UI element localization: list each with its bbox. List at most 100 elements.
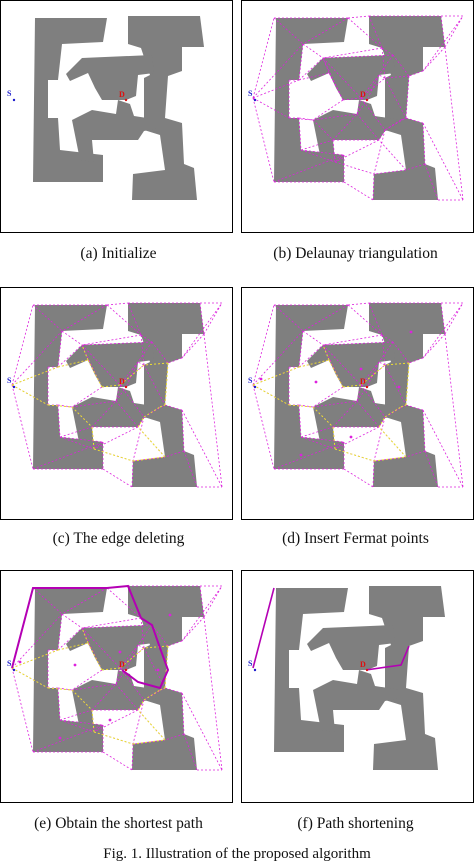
obstacle-3: [307, 55, 395, 100]
delaunay-edge: [164, 687, 183, 694]
delaunay-edge: [368, 302, 383, 336]
delaunay-edge: [347, 302, 370, 306]
caption-f: (f) Path shortening: [297, 815, 414, 832]
delaunay-edge: [360, 77, 386, 99]
delaunay-edge: [440, 15, 446, 48]
delaunay-edge: [199, 302, 205, 335]
delaunay-edge: [252, 79, 300, 99]
delaunay-edge: [302, 330, 324, 346]
delaunay-edge: [356, 386, 368, 402]
deleted-edge: [378, 426, 407, 458]
obstacle-3: [66, 625, 154, 670]
deleted-edge: [384, 406, 402, 418]
delaunay-edge: [115, 683, 139, 711]
deleted-edge: [400, 404, 407, 408]
fermat-point: [314, 380, 318, 384]
delaunay-edge: [343, 468, 374, 488]
deleted-edge: [47, 404, 73, 408]
delaunay-edge: [273, 154, 345, 183]
delaunay-edge: [273, 304, 304, 332]
delaunay-edge: [119, 361, 139, 386]
delaunay-edge: [203, 333, 223, 488]
fermat-point: [168, 613, 172, 617]
delaunay-edge: [137, 644, 145, 649]
deleted-edge: [57, 359, 89, 368]
delaunay-edge: [302, 43, 324, 59]
delaunay-edge: [408, 357, 424, 364]
deleted-edge: [132, 456, 166, 462]
delaunay-edge: [422, 122, 464, 201]
goal-label: D: [119, 90, 125, 99]
caption-a: (a) Initialize: [80, 245, 157, 262]
delaunay-edge: [119, 384, 145, 418]
delaunay-edge: [164, 450, 185, 458]
start-label: S: [7, 89, 12, 98]
goal-point-dot: [365, 98, 369, 102]
delaunay-edge: [203, 302, 223, 335]
delaunay-edge: [137, 361, 145, 366]
deleted-edge: [93, 448, 134, 462]
delaunay-edge: [93, 441, 104, 450]
delaunay-edge: [81, 617, 142, 629]
delaunay-edge: [199, 585, 205, 618]
delaunay-edge: [167, 640, 183, 647]
delaunay-edge: [405, 163, 426, 171]
delaunay-edge: [102, 468, 133, 488]
delaunay-edge: [384, 117, 407, 131]
delaunay-edge: [372, 173, 375, 201]
delaunay-edge: [203, 616, 223, 771]
shortened-path-start: [252, 587, 275, 669]
obstacle-1: [274, 18, 348, 182]
delaunay-edge: [143, 364, 166, 406]
deleted-edge: [252, 384, 290, 406]
delaunay-edge: [119, 644, 139, 669]
obstacle-3: [307, 625, 395, 670]
delaunay-edge: [132, 416, 145, 462]
deleted-edge: [137, 709, 166, 741]
delaunay-edge: [384, 75, 410, 79]
delaunay-edge: [57, 627, 83, 651]
deleted-edge: [132, 739, 166, 745]
delaunay-edge: [32, 304, 63, 332]
delaunay-edge: [440, 302, 446, 335]
delaunay-edge: [57, 344, 83, 368]
fermat-point: [259, 377, 263, 381]
fermat-point: [73, 663, 77, 667]
delaunay-edge: [273, 441, 345, 470]
deleted-edge: [164, 362, 169, 406]
obstacle-4: [313, 100, 401, 162]
delaunay-edge: [334, 154, 345, 163]
start-point-dot: [12, 385, 16, 389]
obstacle-1: [274, 305, 348, 469]
delaunay-edge: [137, 341, 153, 363]
deleted-edge: [87, 642, 103, 671]
deleted-edge: [137, 416, 145, 428]
delaunay-edge: [300, 426, 334, 438]
deleted-edge: [71, 406, 93, 428]
delaunay-edge: [356, 97, 362, 115]
delaunay-edge: [378, 361, 386, 366]
delaunay-edge: [373, 169, 407, 175]
delaunay-edge: [252, 97, 290, 119]
fermat-point: [409, 330, 413, 334]
delaunay-edge: [115, 386, 127, 402]
delaunay-edge: [11, 384, 34, 470]
fermat-point: [18, 660, 22, 664]
delaunay-edge: [59, 436, 104, 443]
delaunay-edge: [444, 333, 464, 488]
fermat-point: [118, 650, 122, 654]
goal-label: D: [360, 90, 366, 99]
delaunay-edge: [59, 426, 93, 438]
caption-c: (c) The edge deleting: [52, 530, 185, 547]
delaunay-edge: [143, 647, 166, 689]
delaunay-edge: [181, 409, 223, 488]
delaunay-edge: [384, 364, 407, 406]
delaunay-edge: [81, 344, 121, 386]
delaunay-edge: [378, 74, 386, 79]
deleted-edge: [81, 344, 89, 361]
delaunay-edge: [181, 585, 223, 642]
deleted-edge: [137, 426, 166, 458]
delaunay-edge: [32, 587, 63, 615]
